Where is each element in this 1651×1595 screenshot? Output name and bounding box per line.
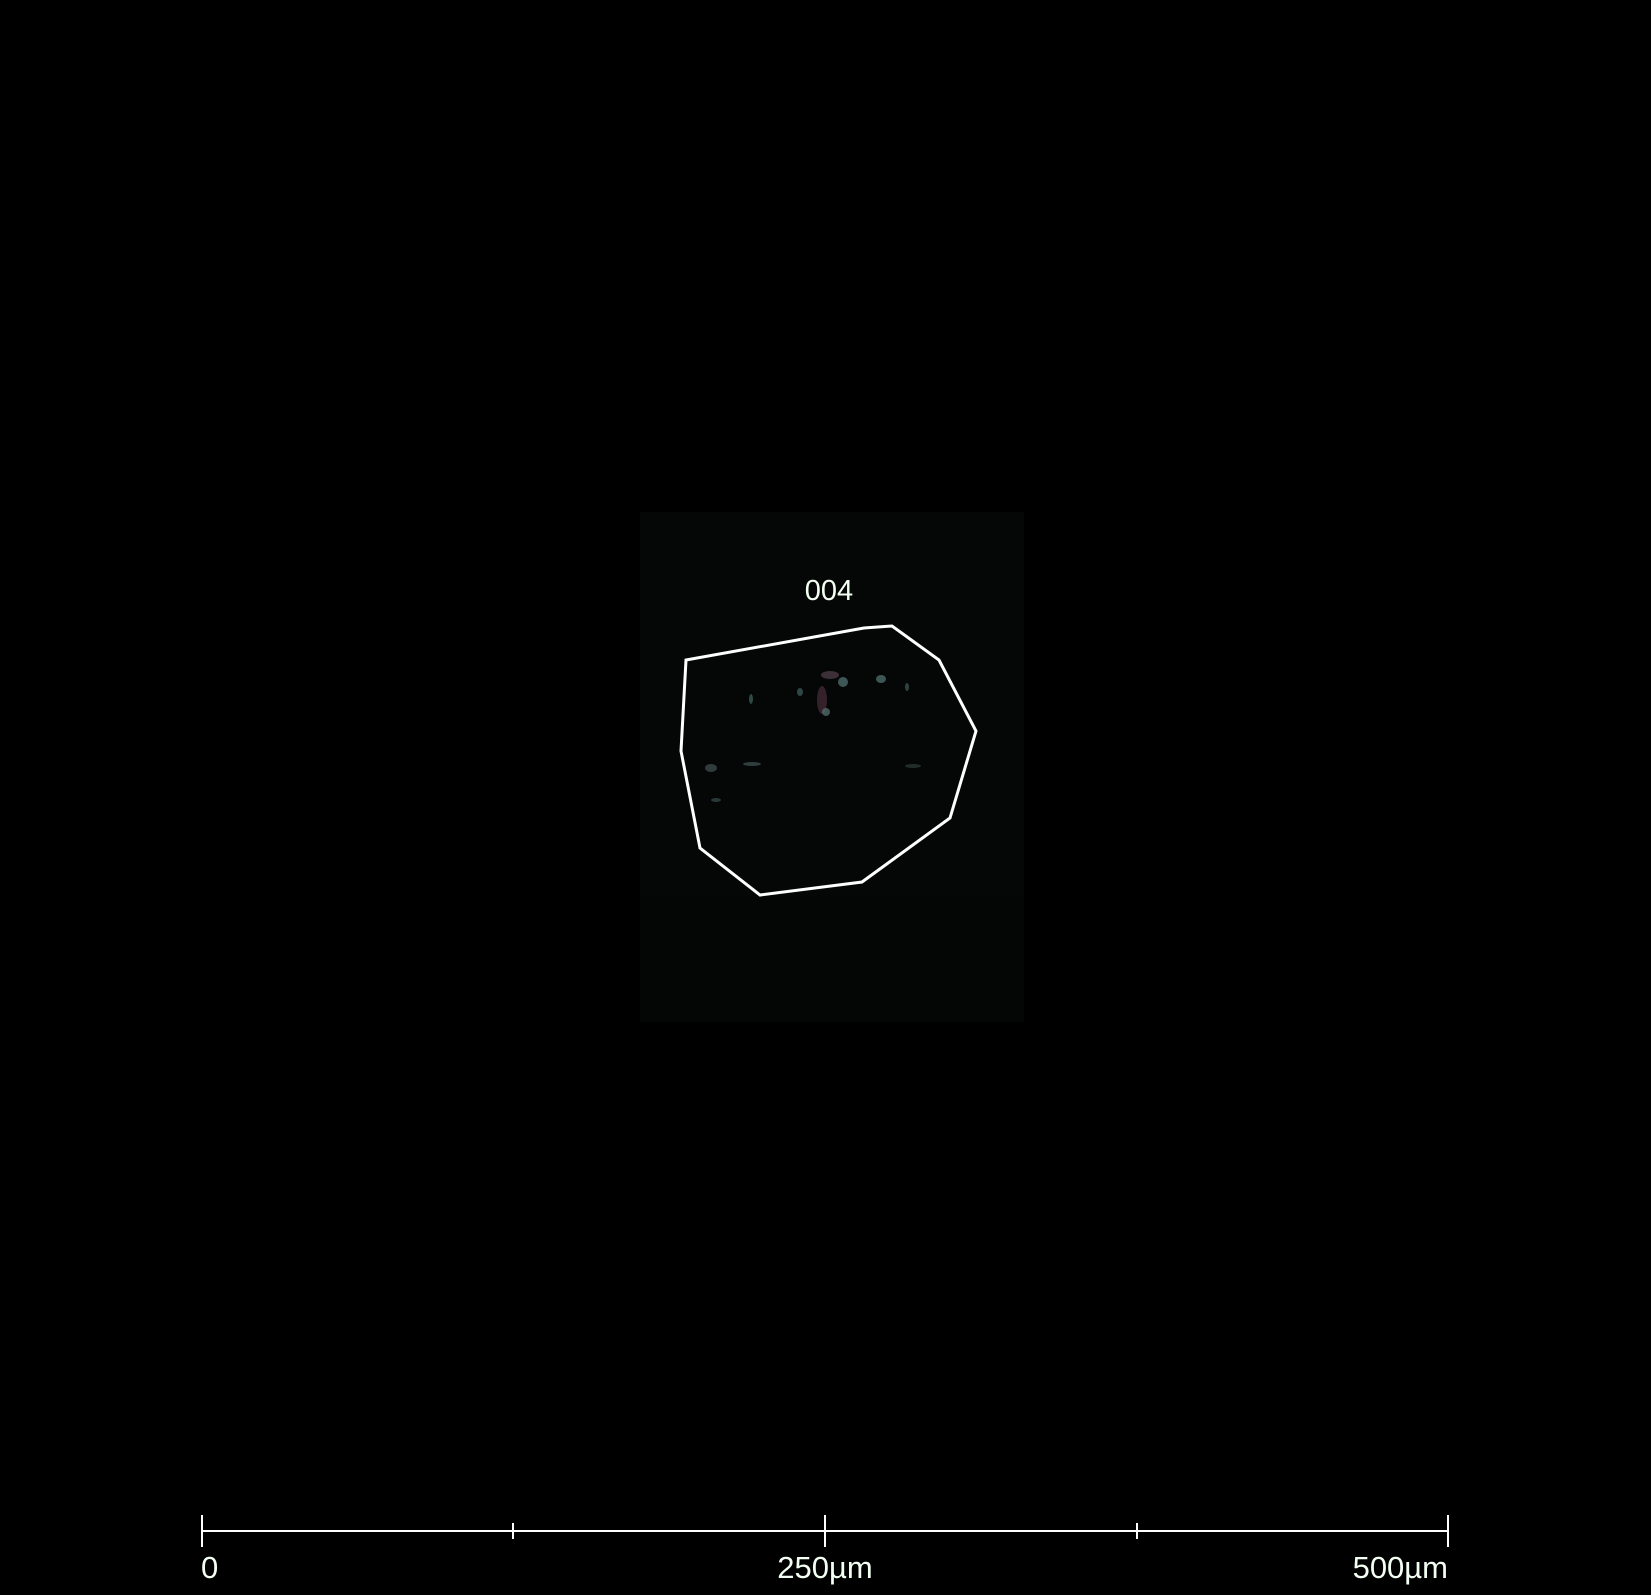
- image-tile-upper: [640, 512, 1024, 897]
- speck: [905, 683, 909, 691]
- scale-bar: 0 250µm 500µm: [201, 1515, 1449, 1585]
- speck: [797, 688, 803, 696]
- speck: [905, 764, 921, 768]
- scale-bar-label-250: 250µm: [777, 1550, 872, 1585]
- speck: [822, 708, 830, 716]
- speck: [705, 764, 717, 772]
- scale-bar-label-500: 500µm: [1353, 1550, 1448, 1585]
- region-label: 004: [805, 575, 853, 607]
- speck: [817, 686, 827, 714]
- speck: [743, 762, 761, 766]
- speck: [821, 671, 839, 679]
- region-outline[interactable]: [679, 624, 978, 897]
- speck: [838, 677, 848, 687]
- speck: [749, 694, 753, 704]
- particle-specks: [705, 671, 921, 802]
- speck: [876, 675, 886, 683]
- speck: [711, 798, 721, 802]
- scale-bar-label-0: 0: [201, 1550, 218, 1585]
